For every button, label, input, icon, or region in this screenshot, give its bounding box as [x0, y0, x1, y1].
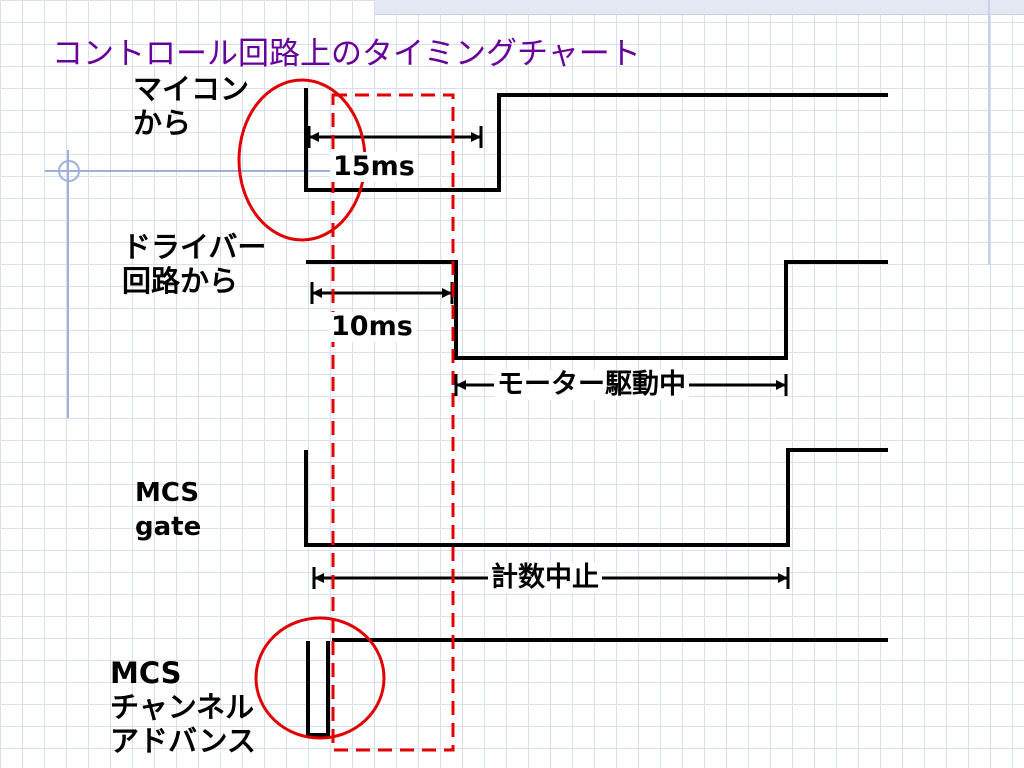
top-decoration-band [375, 0, 1024, 15]
waveform-mcs-channel-advance-pulse [306, 641, 330, 737]
highlight-dashed-box [331, 93, 455, 752]
annotation-15ms: 15ms [330, 152, 418, 182]
signal-label-line: gate [135, 512, 202, 542]
signal-label-line: 回路から [122, 264, 239, 298]
waveform-driver [306, 260, 888, 360]
decoration-ring-icon [58, 160, 80, 182]
right-decoration-rule [988, 0, 990, 265]
slide-title: コントロール回路上のタイミングチャート [52, 36, 641, 72]
signal-label-mcs-gate: MCS gate [135, 476, 201, 544]
signal-label-mcs-channel-advance: MCS チャンネル アドバンス [110, 656, 256, 758]
signal-label-line: MCS [135, 478, 200, 508]
signal-label-line: アドバンス [110, 724, 256, 758]
left-decoration-rule-horizontal [45, 170, 335, 172]
signal-label-mcu: マイコン から [133, 72, 249, 140]
signal-label-line: ドライバー [122, 230, 267, 264]
signal-label-line: チャンネル [110, 690, 255, 724]
annotation-motor-running: モーター駆動中 [494, 370, 689, 400]
left-decoration-rule [67, 150, 69, 418]
highlight-ellipse-channel-advance [254, 616, 386, 740]
waveform-mcu [304, 88, 888, 192]
signal-label-line: マイコン [133, 72, 250, 106]
annotation-10ms: 10ms [328, 312, 416, 342]
signal-label-line: から [133, 106, 192, 140]
signal-label-line: MCS [110, 656, 182, 690]
waveform-mcs-gate [304, 448, 888, 547]
signal-label-driver: ドライバー 回路から [122, 230, 266, 298]
annotation-count-stop: 計数中止 [488, 563, 602, 593]
